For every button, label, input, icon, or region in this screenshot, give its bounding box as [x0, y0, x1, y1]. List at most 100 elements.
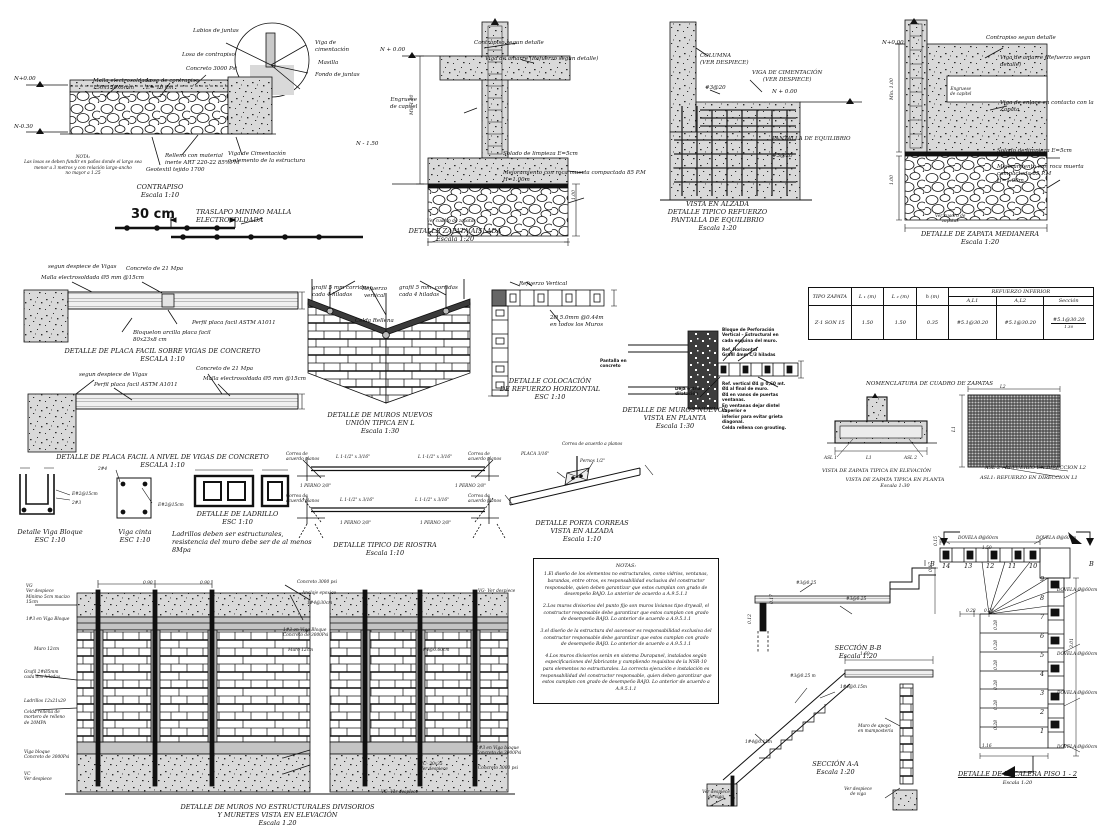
foundation-beam [227, 76, 273, 135]
label-porta-placa: PLACA 3/16" [521, 452, 550, 457]
label-md-viga-bloque3: 1#3 en Viga bloque Concreto de 3000Psi [476, 746, 522, 757]
col-seccion: Sección [1043, 296, 1094, 306]
label-md-r430: 1#4@30cm [307, 601, 333, 606]
label-nota-contrapiso: NOTA: Las losas se deben fundir en paños… [24, 155, 142, 177]
label-esc-b-izq: B [930, 560, 935, 568]
viga-cinta-rect [116, 477, 152, 519]
muros-union-l-drawing [307, 279, 471, 404]
label-ml-grafil-izq: grafil 5 mm corridas cada 4 hiladas [312, 285, 370, 298]
traslapo-drawing [115, 217, 363, 240]
zapata-elevacion-drawing [827, 393, 937, 458]
label-esc-step-14: 14 [942, 562, 951, 570]
label-esc-step-3: 3 [1040, 689, 1045, 697]
caption-porta-correas: DETALLE PORTA CORREAS VISTA EN ALZADA Es… [535, 519, 629, 544]
label-concreto-3000: Concreto 3000 Psi [186, 66, 238, 72]
cell-seccion: #5.1@30.20 1.30 [1043, 305, 1094, 340]
label-nivel-0: N+0.00 [14, 76, 36, 82]
col-l1: L ₁ (m) [850, 287, 885, 306]
concrete-beam [27, 393, 77, 453]
slab-deck [75, 393, 299, 410]
footing [427, 157, 569, 185]
caption-escalera-titulo: DETALLE DE ESCALERA PISO 1 - 2 [957, 770, 1078, 778]
caption-pantalla: VISTA EN ALZADA DETALLE TIPICO REFUERZO … [667, 200, 768, 233]
label-geotextil: Geotextil tejido 1700 [146, 167, 205, 173]
notes-title: NOTAS: [615, 563, 637, 569]
label-esc-step-8: 8 [1040, 594, 1045, 602]
label-pe-nivel0: N + 0.00 [772, 89, 798, 95]
caption-zapata-aislada: DETALLE ZAPATA AISLADA Escala 1:20 [408, 227, 502, 244]
label-p1-malla: Malla electrosoldada Ø5 mm @15cm [41, 275, 144, 281]
label-pe-ref1: #3@20 [705, 85, 726, 91]
label-l1-dim: L1 [866, 456, 872, 461]
label-md-dim90-1: 0.90 [143, 581, 153, 586]
label-md-vg-der: VG- Ver despiece [478, 589, 516, 594]
label-sa-ver-viga-2: Ver despiece de viga [844, 787, 872, 798]
viga-bloque-u [19, 474, 55, 515]
pantalla-concreto [687, 330, 719, 410]
label-esc-d116: 1.16 [982, 744, 992, 749]
label-riostra-angulo-4: L 1-1/2" x 3/16" [415, 498, 450, 503]
col-h: h (m) [916, 287, 949, 306]
label-esc-dovela-5: DOVELA Ø@60cm [1057, 691, 1098, 696]
label-l2-dim: L2 [1000, 385, 1006, 390]
caption-placa2: DETALLE DE PLACA FACIL A NIVEL DE VIGAS … [56, 453, 269, 470]
label-md-ladrillos: Ladrillos 12x21x29 [24, 699, 66, 704]
seccion-bb-drawing [754, 560, 936, 652]
foundation-block [706, 783, 738, 807]
label-zm-mejoramiento: Mejoramiento con roca muerta compactada … [997, 164, 1084, 184]
label-za-nivel0: N + 0.00 [380, 47, 406, 53]
section-dim: 1.30 [1064, 323, 1074, 329]
improvement-fill [427, 187, 569, 237]
col-l2: L ₂ (m) [883, 287, 918, 306]
label-vb-estribo: E#2@15cm [72, 492, 98, 497]
note-1: 1.El diseño de los elementos no estructu… [544, 572, 708, 598]
label-zm-dim1: Min. 1.00 [890, 78, 895, 100]
label-riostra-angulo-1: L 1-1/2" x 3/16" [336, 455, 371, 460]
label-esc-dovela-3: DOVELA Ø@60cm [1057, 588, 1098, 593]
cell-l1: 1.50 [850, 305, 885, 340]
label-relleno: Relleno con material inerte ART 220-22 8… [165, 153, 240, 166]
caption-seccion-bb: SECCIÓN B-B Escala 1:20 [834, 644, 882, 661]
label-mp-bloque: Bloque de Perforación Vertical – Estruct… [722, 327, 779, 343]
label-riostra-perno-1: 1 PERNO 3/8" [300, 484, 331, 489]
label-za-solado: Solado de limpieza E=5cm [503, 151, 578, 157]
label-esc-step-10: 10 [1029, 562, 1038, 570]
label-pe-ref2: #3@20 [772, 153, 793, 159]
foundation-block-right [892, 789, 918, 811]
label-md-celda: Celda rellena de mortero de relleno de 2… [24, 710, 65, 726]
panel1-bottom-slab [76, 753, 311, 793]
label-p1-concreto: Concreto de 21 Mpa [126, 266, 183, 272]
label-esc-step-11: 11 [1008, 562, 1017, 570]
label-esc-d028-v2: 0.28 [994, 639, 999, 650]
label-esc-step-7: 7 [1040, 613, 1045, 621]
label-esc-step-5: 5 [1040, 651, 1045, 659]
label-esc-dovela-1: DOVELA Ø@60cm [958, 536, 999, 541]
riostra-drawing [297, 457, 506, 539]
caption-ladrillo: DETALLE DE LADRILLO ESC 1:10 [196, 510, 279, 527]
label-rh-refuerzo: Refuerzo Vertical [519, 281, 568, 287]
label-asl1: ASL 1 [824, 456, 837, 461]
label-md-concreto3000: Concreto 3000 psi [297, 580, 337, 585]
label-sb-d012: 0.12 [748, 613, 753, 624]
caption-zapata-elevacion: VISTA DE ZAPATA TIPICA EN ELEVACIÓN [822, 468, 932, 474]
grade-beam [695, 101, 801, 133]
label-zm-viga: Viga de amarre (Refuerzo segun detalle) [1000, 55, 1091, 68]
label-za-engruese: Engruese de capitel [390, 97, 418, 110]
label-md-dim90-2: 0.90 [200, 581, 210, 586]
label-mp-estria: Deja estría dilatación [675, 386, 701, 397]
label-md-anclaje: Anclaje epoxico [302, 591, 337, 596]
label-riostra-perno-4: 1 PERNO 3/8" [420, 521, 451, 526]
label-vb-barras: 2#3 [72, 501, 82, 506]
label-riostra-correa-2: Correa de acuerdo planos [468, 452, 502, 463]
caption-zapata-planta: VISTA DE ZAPATA TIPICA EN PLANTA Escala … [845, 477, 945, 490]
label-ml-grafil-der: grafil 5 mm. corridas cada 4 hiladas [399, 285, 458, 298]
label-esc-step-4: 4 [1040, 670, 1045, 678]
label-l1-dim-planta: L1 [952, 426, 957, 432]
label-za-ver-cuadro: Ver cuadro de zapatas [427, 219, 476, 224]
label-losa-contrapiso: Losa de contrapiso [182, 52, 235, 58]
zapata-medianera-drawing [895, 18, 1061, 232]
tie-beam [439, 55, 571, 81]
cuadro-zapatas-table: TIPO ZAPATA L ₁ (m) L ₂ (m) h (m) REFUER… [808, 287, 1095, 340]
label-esc-dovela-6: DOVELA Ø@60cm [1057, 745, 1098, 750]
